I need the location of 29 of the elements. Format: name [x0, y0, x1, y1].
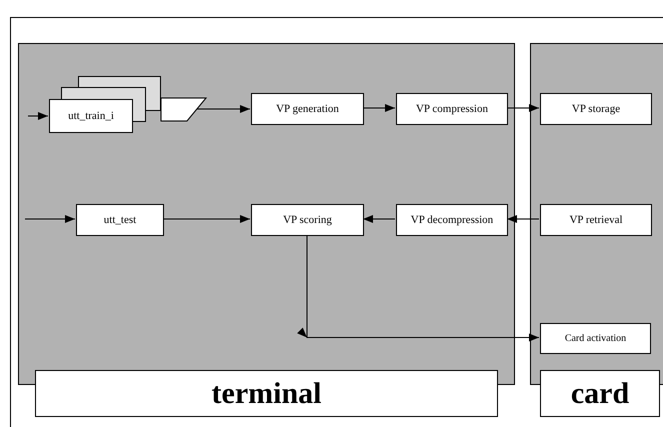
box-label: VP generation: [276, 102, 339, 117]
arrow: [506, 104, 540, 112]
panel-title: terminal: [35, 370, 498, 417]
process-box: [251, 93, 364, 125]
box-label: VP storage: [572, 102, 620, 117]
arrow: [362, 215, 396, 223]
process-box: [540, 323, 651, 354]
document-stack: [49, 76, 207, 133]
box-label: Card activation: [564, 332, 626, 346]
panel-title: card: [540, 370, 660, 417]
arrow: [24, 215, 76, 223]
box-label: VP retrieval: [569, 212, 623, 228]
box-label: VP decompression: [410, 212, 494, 228]
box-label: utt_test: [104, 212, 136, 228]
box-label: VP compression: [416, 102, 488, 117]
process-box: [540, 204, 652, 236]
process-box: [540, 93, 652, 125]
arrow: [162, 215, 250, 223]
arrow: [506, 215, 540, 223]
process-box: [251, 204, 364, 236]
arrow: [194, 105, 250, 113]
arrow: [297, 234, 540, 342]
process-box: [396, 204, 508, 236]
arrow: [362, 104, 396, 112]
process-box: [396, 93, 508, 125]
box-label: utt_train_i: [68, 108, 114, 124]
arrow: [28, 112, 48, 120]
box-label: VP scoring: [283, 212, 332, 228]
process-box: [76, 204, 164, 236]
